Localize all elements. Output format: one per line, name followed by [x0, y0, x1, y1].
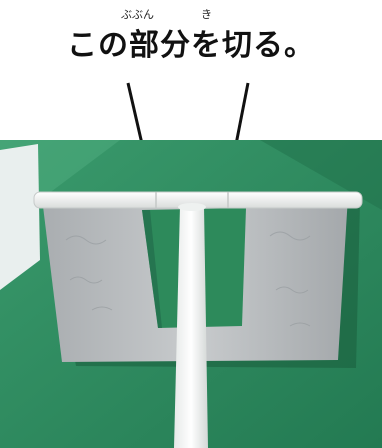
furigana-bubun: ぶぶん — [121, 8, 154, 21]
paper-corner — [0, 144, 40, 290]
caption-text: この部分を切る。 — [67, 28, 315, 63]
photo — [0, 140, 382, 448]
furigana-row: ぶぶん き — [0, 8, 382, 22]
furigana-ki: き — [201, 8, 212, 21]
caption: ぶぶん き この部分を切る。 — [0, 0, 382, 80]
photo-illustration — [0, 140, 382, 448]
vertical-rod — [174, 206, 208, 448]
